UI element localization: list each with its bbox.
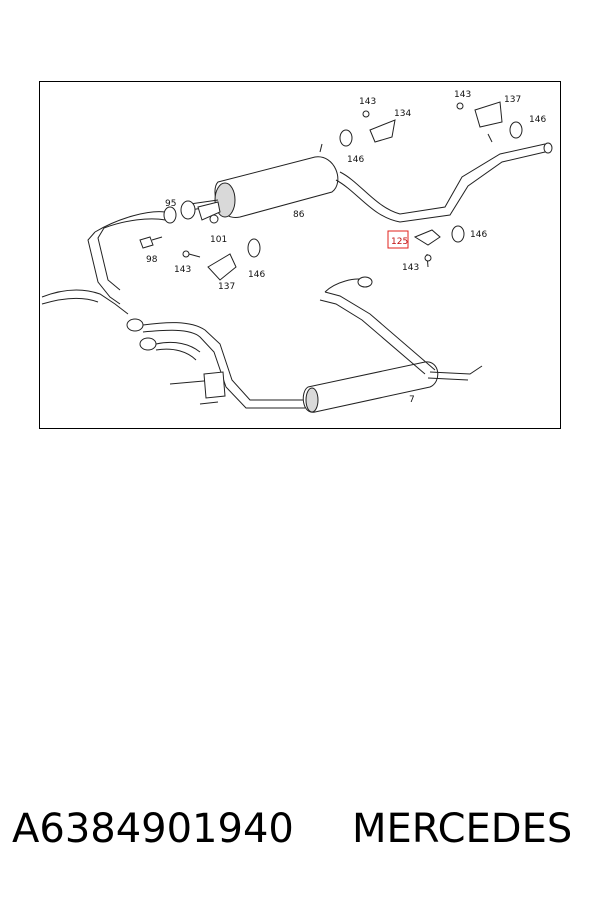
center-pipe-inner (335, 151, 546, 223)
bracket-137-right (456, 101, 523, 139)
center-pipe (339, 143, 546, 215)
callout-143: 143 (359, 97, 376, 107)
bolt-98 (139, 236, 163, 249)
callout-98: 98 (146, 255, 158, 265)
callout-125-highlighted: 125 (391, 237, 408, 247)
callout-146: 146 (470, 230, 487, 240)
callout-143: 143 (454, 90, 471, 100)
bracket-stub (487, 133, 493, 143)
front-catalyst-pipes (126, 318, 305, 409)
callout-137: 137 (504, 95, 521, 105)
exhaust-diagram: 143 134 143 137 146 146 95 86 101 98 143… (39, 81, 561, 429)
callout-7: 7 (409, 395, 415, 405)
front-pipe-upper-inner (103, 218, 166, 229)
callout-146: 146 (347, 155, 364, 165)
callout-143: 143 (402, 263, 419, 273)
exhaust-diagram-drawing: 143 134 143 137 146 146 95 86 101 98 143… (41, 90, 553, 413)
front-pipe (87, 231, 121, 305)
clamp-95 (163, 200, 221, 224)
callout-86: 86 (293, 210, 305, 220)
front-pipe-upper (94, 211, 166, 233)
hanger-125 (413, 225, 465, 268)
highlight-box-125 (387, 230, 409, 249)
bracket-stub-2 (319, 143, 323, 153)
callout-146: 146 (529, 115, 546, 125)
callout-143: 143 (174, 265, 191, 275)
manifold-outline-lower (41, 297, 99, 305)
callout-95: 95 (165, 199, 176, 209)
brand-name: MERCEDES (352, 806, 573, 852)
pipe-outlet (543, 142, 553, 154)
callout-134: 134 (394, 109, 411, 119)
pre-muffler-86 (189, 156, 339, 218)
part-number: A6384901940 (12, 806, 294, 852)
callout-101: 101 (210, 235, 227, 245)
callout-146: 146 (248, 270, 265, 280)
rear-muffler-7 (302, 276, 483, 413)
callout-137: 137 (218, 282, 235, 292)
front-pipe-inner (97, 227, 121, 291)
bracket-134 (339, 110, 396, 147)
bracket-137-left (182, 238, 261, 281)
manifold-outline (41, 289, 129, 315)
